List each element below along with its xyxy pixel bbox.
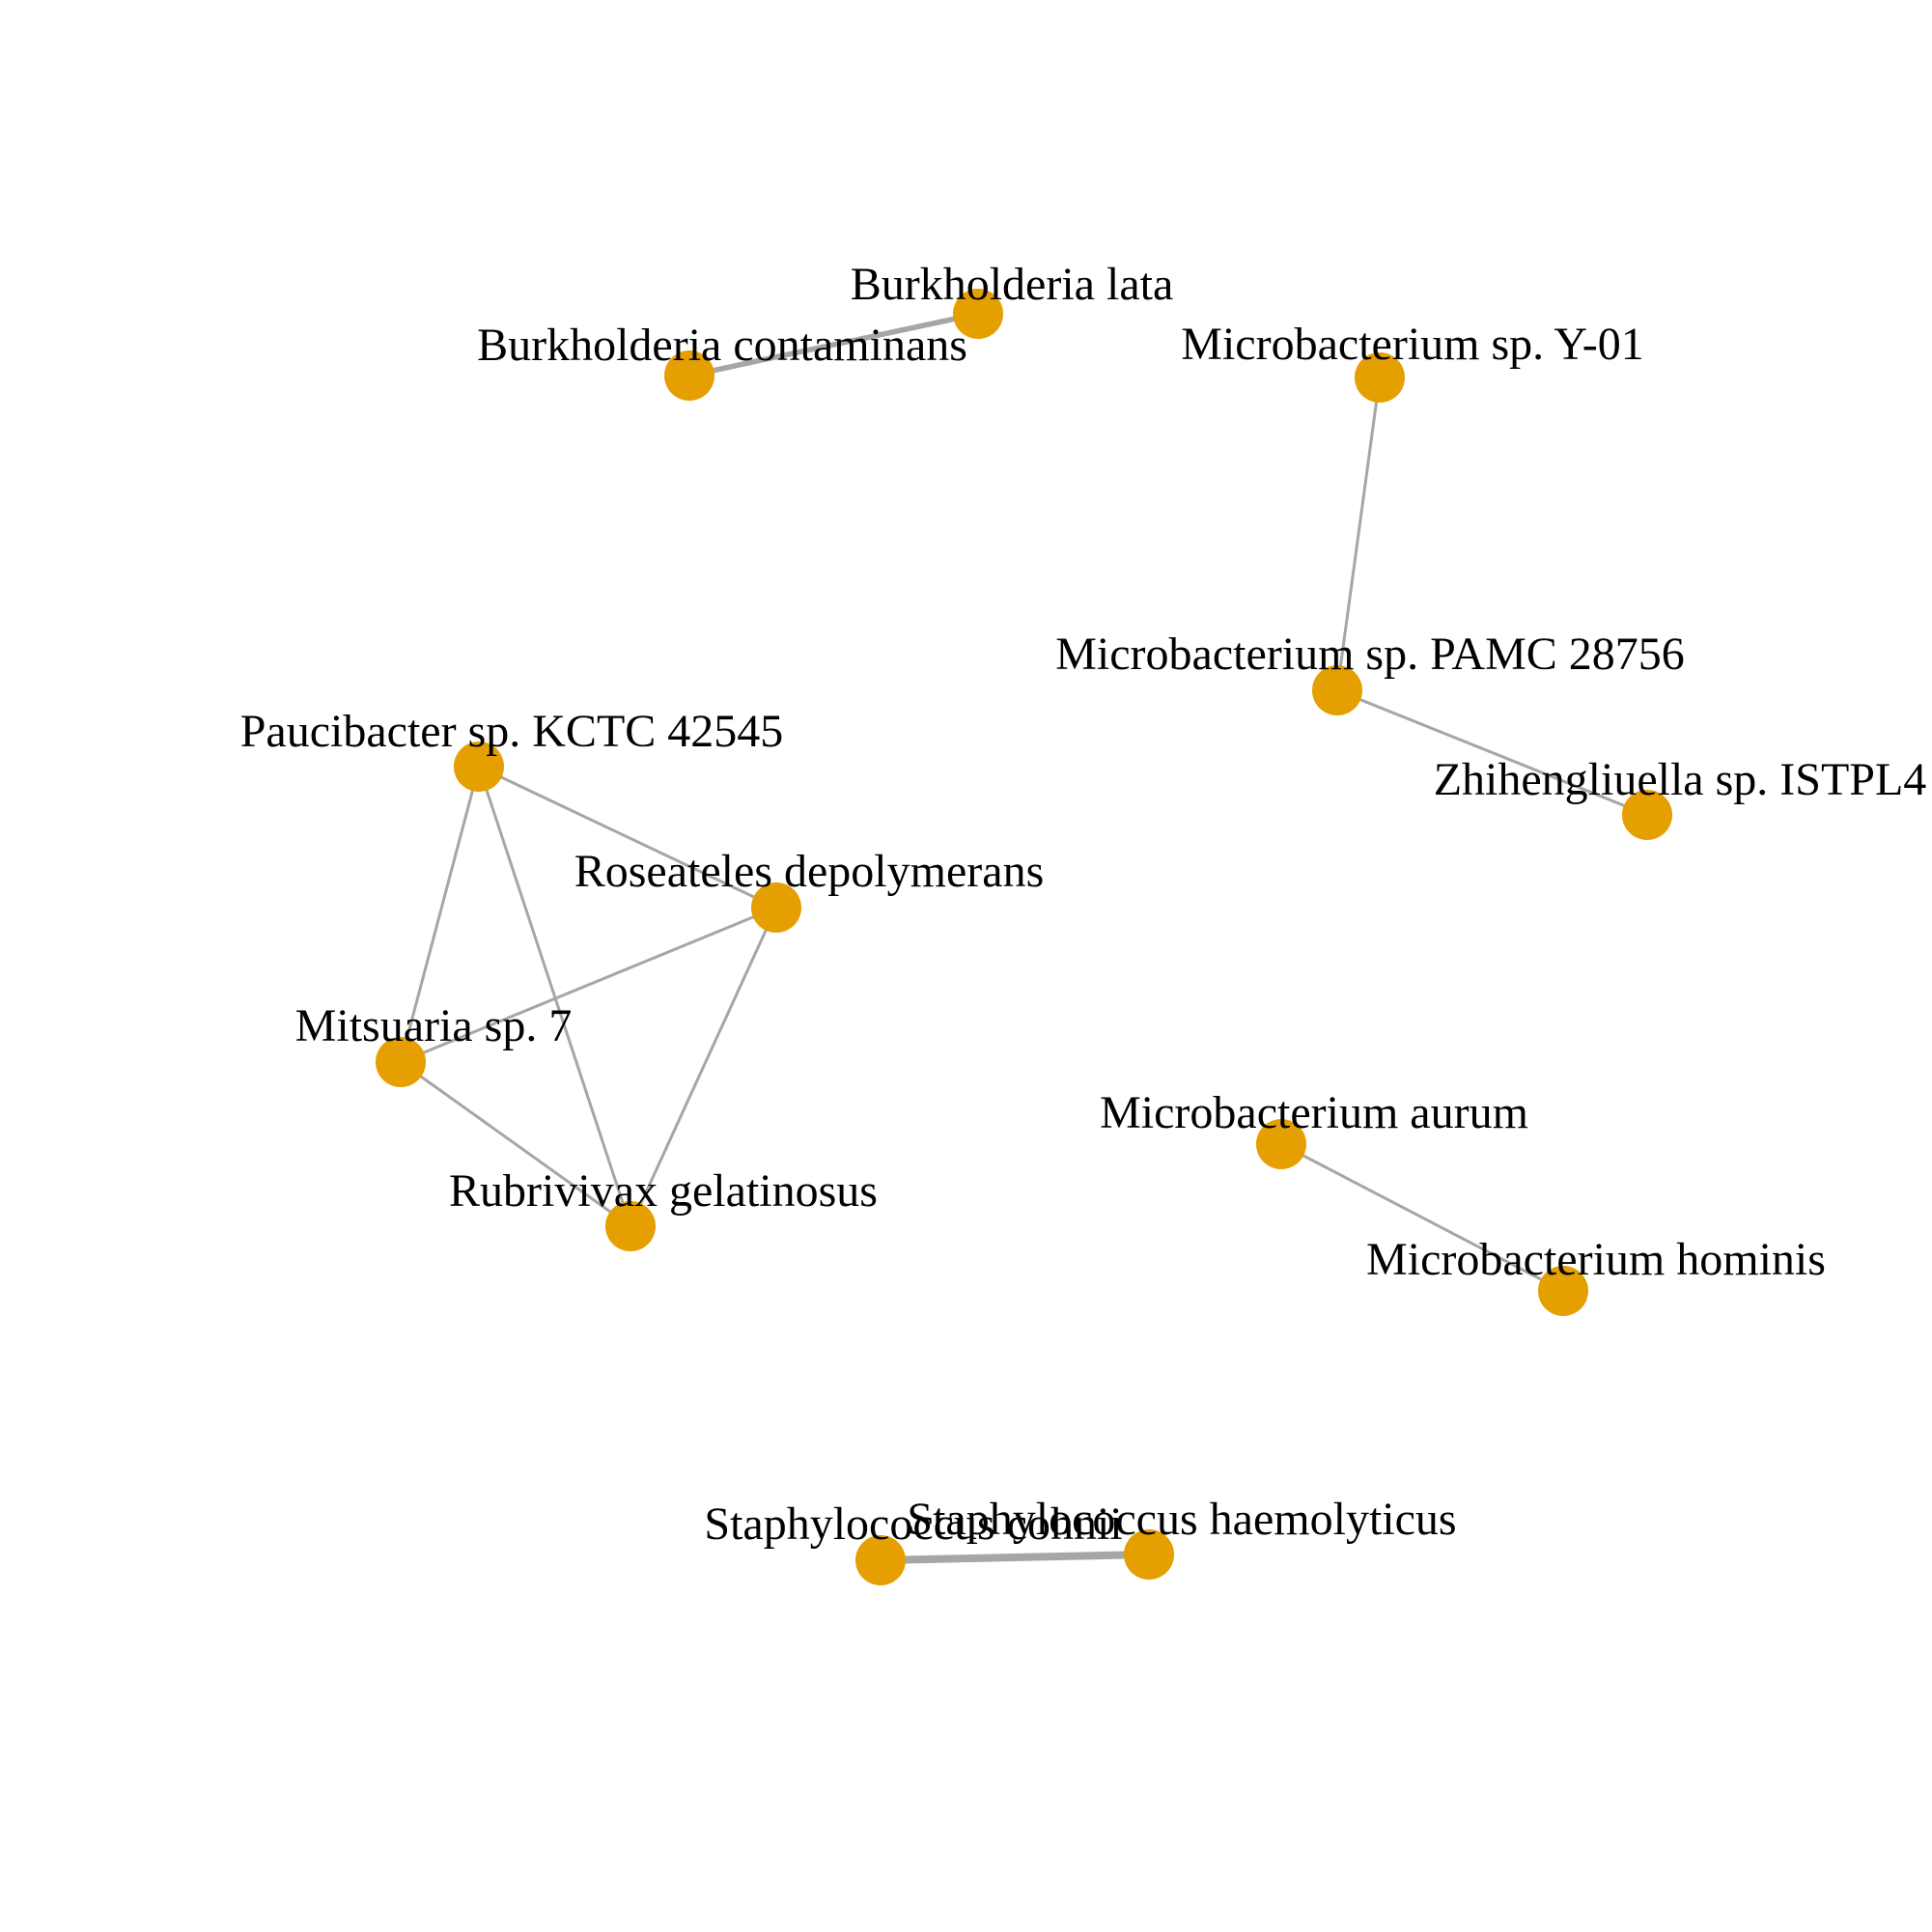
edge-microbacterium-pamc-zhihengliuella [1336, 688, 1648, 817]
node-label-staphylococcus-cohnii: Staphylococcus cohnii [704, 1498, 1122, 1550]
node-label-zhihengliuella: Zhihengliuella sp. ISTPL4 [1434, 754, 1927, 805]
edge-microbacterium-y01-microbacterium-pamc [1335, 377, 1382, 691]
node-label-roseateles: Roseateles depolymerans [574, 846, 1045, 897]
edge-burkholderia-contaminans-burkholderia-lata [688, 311, 979, 378]
edge-roseateles-mitsuaria [400, 906, 777, 1064]
node-label-burkholderia-lata: Burkholderia lata [851, 259, 1174, 310]
edge-roseateles-rubrivivax [629, 907, 778, 1227]
node-label-microbacterium-y01: Microbacterium sp. Y-01 [1181, 319, 1643, 370]
nodes-layer [376, 289, 1672, 1585]
edge-mitsuaria-rubrivivax [400, 1060, 631, 1228]
node-label-microbacterium-aurum: Microbacterium aurum [1100, 1087, 1528, 1138]
node-label-rubrivivax: Rubrivivax gelatinosus [449, 1165, 878, 1217]
node-paucibacter [454, 742, 504, 792]
node-burkholderia-contaminans [664, 350, 714, 401]
edges-layer [399, 311, 1648, 1564]
node-label-mitsuaria: Mitsuaria sp. 7 [295, 1000, 573, 1051]
node-label-microbacterium-hominis: Microbacterium hominis [1366, 1234, 1826, 1285]
edge-paucibacter-roseateles [478, 765, 777, 910]
edge-paucibacter-rubrivivax [477, 766, 632, 1227]
node-mitsuaria [376, 1037, 426, 1087]
edge-staphylococcus-cohnii-staphylococcus-haemolyticus [880, 1551, 1150, 1564]
node-staphylococcus-cohnii [855, 1535, 906, 1585]
node-microbacterium-hominis [1538, 1266, 1588, 1316]
node-zhihengliuella [1622, 790, 1672, 840]
node-label-staphylococcus-haemolyticus: Staphylococcus haemolyticus [907, 1494, 1456, 1545]
edge-microbacterium-aurum-microbacterium-hominis [1280, 1142, 1564, 1293]
node-microbacterium-aurum [1256, 1119, 1306, 1169]
node-label-microbacterium-pamc: Microbacterium sp. PAMC 28756 [1055, 629, 1685, 680]
edge-paucibacter-mitsuaria [399, 766, 481, 1063]
node-roseateles [751, 882, 801, 933]
node-microbacterium-y01 [1355, 352, 1405, 403]
node-rubrivivax [605, 1201, 656, 1251]
node-label-paucibacter: Paucibacter sp. KCTC 42545 [240, 706, 784, 757]
node-burkholderia-lata [953, 289, 1003, 339]
node-label-burkholderia-contaminans: Burkholderia contaminans [477, 320, 967, 371]
node-microbacterium-pamc [1312, 665, 1362, 715]
node-staphylococcus-haemolyticus [1124, 1529, 1174, 1580]
